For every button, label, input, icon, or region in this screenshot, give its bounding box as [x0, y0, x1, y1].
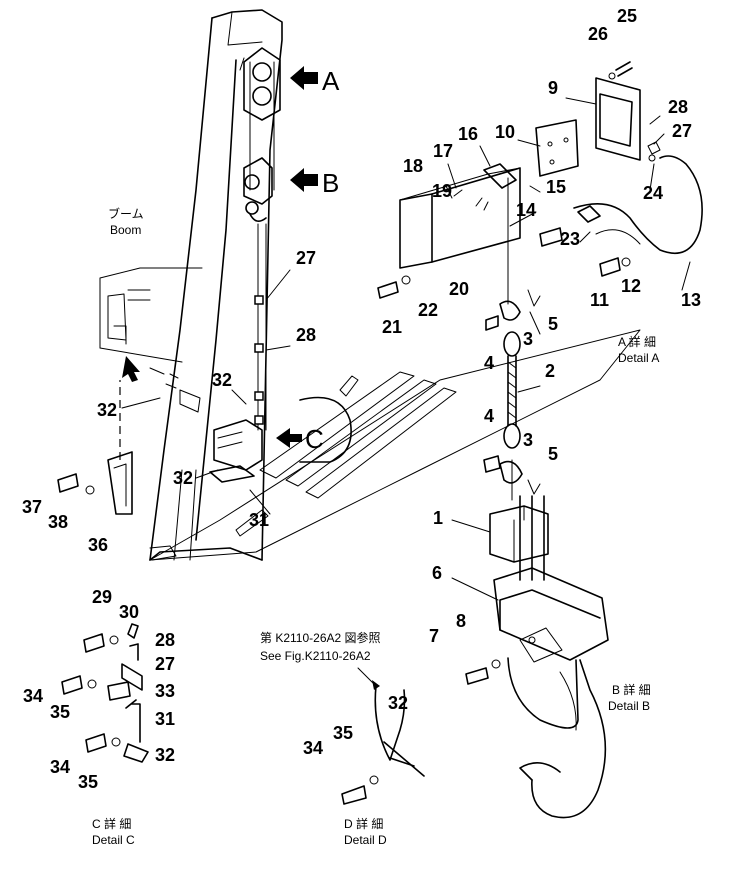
part-callout-35: 35: [50, 702, 70, 722]
part-callout-7: 7: [429, 626, 439, 646]
part-callout-20: 20: [449, 279, 469, 299]
detail-a-assembly: [377, 61, 703, 501]
part-callout-28: 28: [155, 630, 175, 650]
part-callout-22: 22: [418, 300, 438, 320]
reference-note-en: See Fig.K2110-26A2: [260, 649, 371, 663]
part-callout-32: 32: [97, 400, 117, 420]
detail-b-caption-en: Detail B: [608, 699, 650, 713]
part-callout-32: 32: [155, 745, 175, 765]
reference-note-jp: 第 K2110-26A2 図参照: [260, 630, 381, 645]
part-callout-10: 10: [495, 122, 515, 142]
part-callout-23: 23: [560, 229, 580, 249]
detail-a-caption-jp: A 詳 細: [618, 334, 656, 349]
part-callout-34: 34: [303, 738, 323, 758]
boom-label-en: Boom: [110, 223, 141, 237]
part-callout-11: 11: [590, 290, 609, 310]
part-callout-4: 4: [484, 353, 494, 373]
part-callout-5: 5: [548, 444, 558, 464]
part-callout-27: 27: [155, 654, 175, 674]
detail-c-assembly: [61, 623, 149, 763]
boom-label-jp: ブーム: [108, 206, 144, 221]
detail-d-assembly: [341, 667, 425, 805]
detail-a-marker: A: [322, 66, 340, 96]
part-callout-32: 32: [212, 370, 232, 390]
part-callout-19: 19: [432, 181, 452, 201]
part-callout-1: 1: [433, 508, 443, 528]
part-callout-15: 15: [546, 177, 566, 197]
part-callout-4: 4: [484, 406, 494, 426]
detail-b-marker: B: [322, 168, 339, 198]
part-callout-13: 13: [681, 290, 701, 310]
part-callout-27: 27: [296, 248, 316, 268]
part-callout-31: 31: [155, 709, 175, 729]
part-callout-27: 27: [672, 121, 692, 141]
part-callout-31: 31: [249, 510, 269, 530]
part-callout-16: 16: [458, 124, 478, 144]
guard-36: [57, 451, 133, 515]
part-callout-21: 21: [382, 317, 402, 337]
part-callout-3: 3: [523, 329, 533, 349]
part-callout-17: 17: [433, 141, 453, 161]
part-callout-32: 32: [173, 468, 193, 488]
arrow-b: [290, 168, 318, 192]
part-callout-37: 37: [22, 497, 42, 517]
detail-c-caption-en: Detail C: [92, 833, 135, 847]
part-callout-38: 38: [48, 512, 68, 532]
part-callout-29: 29: [92, 587, 112, 607]
part-callout-34: 34: [50, 757, 70, 777]
part-callout-12: 12: [621, 276, 641, 296]
part-callout-28: 28: [668, 97, 688, 117]
detail-c-marker: C: [305, 424, 324, 454]
detail-c-caption-jp: C 詳 細: [92, 816, 131, 831]
part-callout-8: 8: [456, 611, 466, 631]
part-callout-33: 33: [155, 681, 175, 701]
leader-lines: [121, 97, 691, 601]
part-callout-9: 9: [548, 78, 558, 98]
part-callout-18: 18: [403, 156, 423, 176]
detail-b-hook-block: [465, 495, 609, 819]
part-callout-36: 36: [88, 535, 108, 555]
part-callout-30: 30: [119, 602, 139, 622]
detail-d-caption-jp: D 詳 細: [344, 816, 383, 831]
part-callout-24: 24: [643, 183, 663, 203]
part-callout-28: 28: [296, 325, 316, 345]
boom-structure: [99, 9, 352, 561]
sheave-b: [243, 157, 273, 222]
part-callout-26: 26: [588, 24, 608, 44]
detail-a-caption-en: Detail A: [618, 351, 659, 365]
arrow-a: [290, 66, 318, 90]
part-callout-34: 34: [23, 686, 43, 706]
part-callout-6: 6: [432, 563, 442, 583]
part-callout-35: 35: [78, 772, 98, 792]
part-callout-5: 5: [548, 314, 558, 334]
part-callout-2: 2: [545, 361, 555, 381]
part-callout-3: 3: [523, 430, 533, 450]
part-callout-35: 35: [333, 723, 353, 743]
part-callout-32: 32: [388, 693, 408, 713]
detail-d-caption-en: Detail D: [344, 833, 387, 847]
detail-b-caption-jp: B 詳 細: [612, 682, 651, 697]
part-callout-25: 25: [617, 6, 637, 26]
sheave-a: [243, 47, 281, 191]
transfer-outline: [149, 329, 641, 561]
part-callout-14: 14: [516, 200, 536, 220]
